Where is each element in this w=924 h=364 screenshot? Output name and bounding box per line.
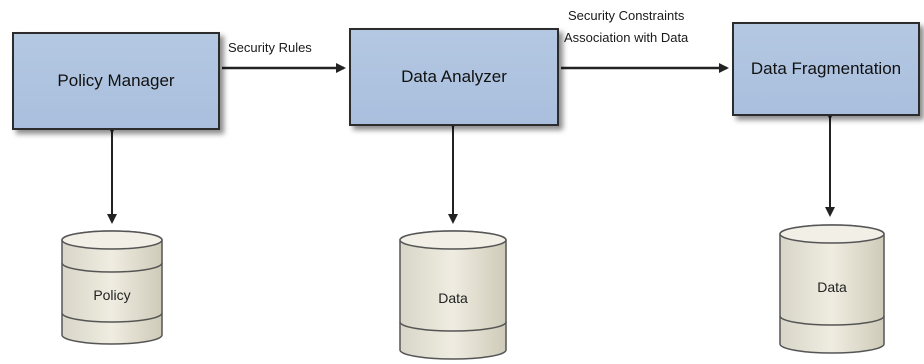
policy-store-label: Policy <box>93 287 131 303</box>
data-fragmentation-label: Data Fragmentation <box>750 59 902 78</box>
data-analyzer-database-icon <box>399 230 507 360</box>
policy-manager-box: Policy Manager <box>12 32 220 130</box>
association-with-data-label: Association with Data <box>564 30 689 45</box>
data-analyzer-box: Data Analyzer <box>349 28 559 126</box>
data-fragmentation-box: Data Fragmentation <box>732 22 920 116</box>
data-analyzer-label: Data Analyzer <box>401 67 507 86</box>
data-analyzer-store-label: Data <box>438 290 468 306</box>
security-constraints-label: Security Constraints <box>568 8 685 23</box>
data-fragmentation-store-label: Data <box>817 279 847 295</box>
data-fragmentation-database-icon <box>779 224 885 354</box>
policy-manager-label: Policy Manager <box>57 71 175 90</box>
security-rules-label: Security Rules <box>228 40 312 55</box>
policy-database-icon <box>61 230 163 345</box>
